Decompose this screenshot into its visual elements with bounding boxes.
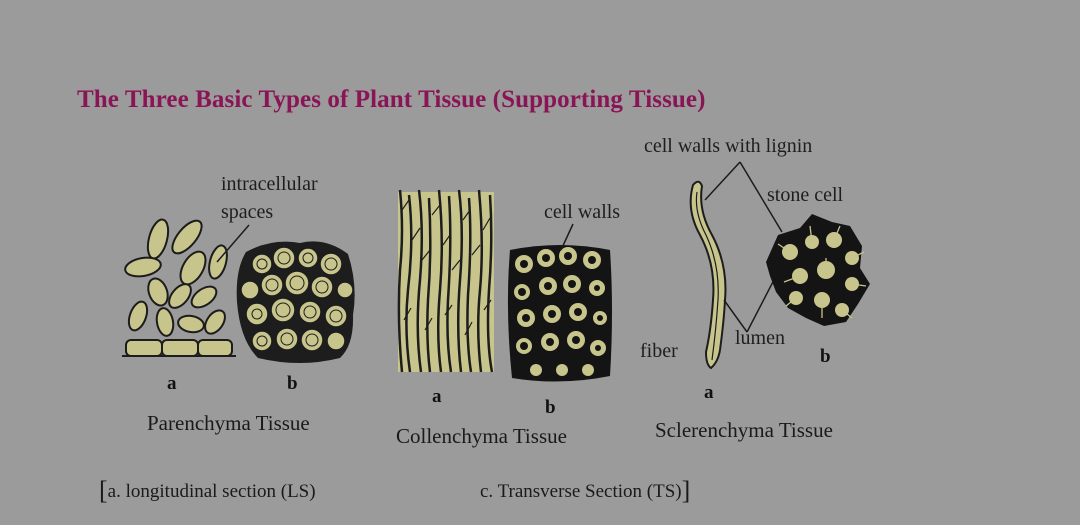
parenchyma-letter-a: a: [167, 373, 177, 394]
sclerenchyma-stone-cell-illustration: [766, 214, 870, 326]
close-bracket: ]: [681, 476, 691, 505]
longitudinal-section-text: a. longitudinal section (LS): [107, 481, 316, 502]
intracellular-label-line2: spaces: [221, 201, 274, 223]
sclerenchyma-fiber-illustration: [689, 180, 727, 370]
parenchyma-b-illustration: [236, 241, 355, 363]
parenchyma-letter-b: b: [287, 373, 298, 394]
page-title: The Three Basic Types of Plant Tissue (S…: [77, 86, 706, 113]
transverse-section-text: c. Transverse Section (TS): [480, 481, 682, 502]
intracellular-label-line1: intracellular: [221, 173, 318, 195]
collenchyma-letter-b: b: [545, 397, 556, 418]
collenchyma-letter-a: a: [432, 386, 442, 407]
lignin-pointer-lines: [704, 161, 783, 233]
transverse-section-note: c. Transverse Section (TS)]: [480, 476, 690, 506]
intracellular-pointer-line: [216, 224, 250, 263]
lignin-label: cell walls with lignin: [644, 135, 813, 157]
fiber-label: fiber: [640, 340, 678, 362]
longitudinal-section-note: [a. longitudinal section (LS): [99, 476, 316, 506]
lumen-label: lumen: [735, 327, 785, 349]
parenchyma-caption: Parenchyma Tissue: [147, 411, 310, 435]
sclerenchyma-caption: Sclerenchyma Tissue: [655, 418, 833, 442]
stone-cell-label: stone cell: [767, 184, 844, 206]
cell-walls-label: cell walls: [544, 201, 621, 223]
collenchyma-b-illustration: [507, 245, 612, 382]
open-bracket: [: [99, 476, 108, 505]
collenchyma-a-illustration: [397, 189, 494, 373]
collenchyma-caption: Collenchyma Tissue: [396, 424, 567, 448]
cell-walls-pointer-line: [560, 223, 574, 251]
sclerenchyma-letter-b: b: [820, 346, 831, 367]
parenchyma-a-illustration: [122, 218, 236, 357]
lumen-pointer-lines: [723, 275, 777, 333]
sclerenchyma-letter-a: a: [704, 382, 714, 403]
